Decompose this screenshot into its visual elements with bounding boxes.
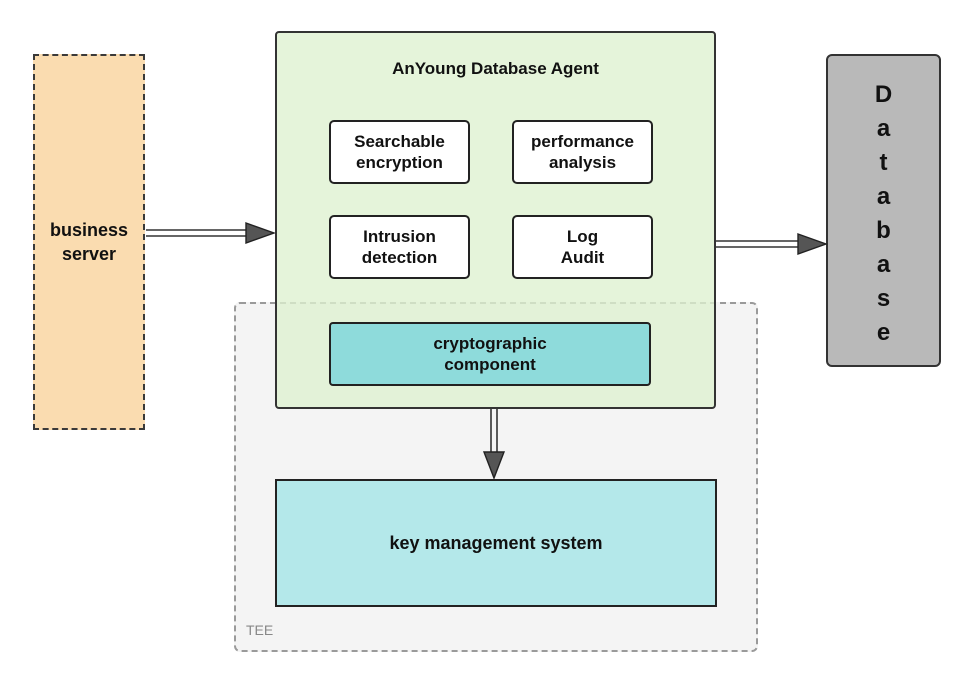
log-audit-module: Log Audit bbox=[512, 215, 653, 279]
database-letter: a bbox=[876, 183, 891, 210]
arrow-crypto-to-kms bbox=[482, 409, 506, 480]
database-letter: e bbox=[876, 319, 891, 346]
database-letter: s bbox=[876, 285, 891, 312]
cryptographic-component-label: cryptographic component bbox=[433, 333, 547, 374]
key-management-system-label: key management system bbox=[389, 532, 603, 553]
intrusion-detection-label: Intrusion detection bbox=[361, 226, 438, 267]
agent-title: AnYoung Database Agent bbox=[392, 59, 599, 78]
performance-analysis-label: performance analysis bbox=[531, 131, 634, 172]
database-letter: b bbox=[876, 217, 891, 244]
database-letter: D bbox=[874, 81, 893, 108]
log-audit-label: Log Audit bbox=[560, 226, 605, 267]
intrusion-detection-module: Intrusion detection bbox=[329, 215, 470, 279]
key-management-system-node: key management system bbox=[275, 479, 717, 607]
searchable-encryption-label: Searchable encryption bbox=[354, 131, 445, 172]
database-letter: a bbox=[876, 115, 891, 142]
arrow-business-to-agent bbox=[146, 222, 277, 244]
database-letter: a bbox=[876, 251, 891, 278]
business-server-node: business server bbox=[33, 54, 145, 430]
tee-label: TEE bbox=[246, 622, 274, 638]
arrow-agent-to-database bbox=[716, 233, 829, 255]
database-letter: t bbox=[879, 149, 888, 176]
database-node bbox=[826, 54, 941, 367]
performance-analysis-module: performance analysis bbox=[512, 120, 653, 184]
cryptographic-component-node: cryptographic component bbox=[329, 322, 651, 386]
business-server-label: business server bbox=[49, 219, 129, 264]
searchable-encryption-module: Searchable encryption bbox=[329, 120, 470, 184]
